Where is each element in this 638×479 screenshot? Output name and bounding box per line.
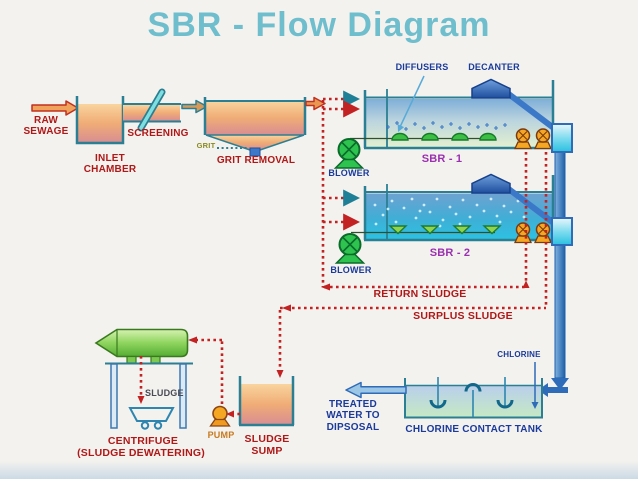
centrifuge-icon — [94, 328, 193, 430]
pump-label: PUMP — [207, 430, 235, 440]
diffuser-dome-icons — [391, 132, 497, 141]
pipe-inlet-arrow-icon — [538, 383, 568, 397]
diffusers-label: DIFFUSERS — [395, 62, 449, 72]
blower2-icon — [334, 233, 366, 264]
baffle-lines — [437, 377, 506, 417]
raw-sewage-arrow-icon — [31, 100, 79, 116]
sludge-cart-icon — [128, 407, 175, 430]
decanter-label: DECANTER — [468, 62, 520, 72]
flow-direction-arcs — [429, 383, 514, 409]
diffuser-cone-icons — [388, 225, 502, 235]
blower1-icon — [333, 138, 365, 169]
centrifuge-sublabel: (SLUDGE DEWATERING) — [77, 447, 205, 459]
pump-to-centrifuge-line — [196, 338, 224, 404]
centrifuge-label: CENTRIFUGE — [107, 435, 179, 447]
centrifuge-leg — [179, 363, 187, 429]
decanter-arm-icon — [499, 181, 562, 230]
screening-channel — [123, 88, 181, 132]
screening-exit-arrow-icon — [181, 99, 208, 114]
sbr2-tank — [351, 173, 573, 246]
blower2-label: BLOWER — [330, 265, 372, 275]
aeration-sparkles — [386, 121, 507, 131]
decanter-arm-icon — [499, 86, 562, 135]
blower1-label: BLOWER — [328, 168, 370, 178]
sbr2-outlet-box — [551, 217, 573, 246]
treated-water-arrow-icon — [345, 381, 407, 399]
sump-pump-icon — [209, 405, 231, 427]
centrifuge-leg — [110, 363, 118, 429]
dotted-line-arrowheads — [137, 280, 530, 418]
grit-exit-arrow-icon — [305, 96, 326, 111]
raw-sewage-label: RAW SEWAGE — [23, 115, 69, 138]
grit-hopper-icon — [249, 147, 261, 157]
sbr1-outlet-box — [551, 123, 573, 153]
decanter-icon — [471, 78, 511, 99]
sbr2-label: SBR - 2 — [429, 247, 471, 259]
decanter-icon — [471, 173, 511, 194]
inlet-chamber-label: INLET CHAMBER — [83, 153, 137, 176]
chlorine-contact-tank — [404, 362, 543, 419]
chlorine-feed-line — [531, 362, 539, 409]
aeration-bubbles — [373, 197, 534, 228]
sludge-sump-tank — [238, 376, 295, 427]
chlorine-contact-tank-label: CHLORINE CONTACT TANK — [405, 424, 543, 435]
sbr1-pump-icons — [513, 128, 553, 150]
sludge-label: SLUDGE — [145, 388, 184, 398]
diffusers-pointer-icon — [397, 75, 425, 132]
sbr1-label: SBR - 1 — [421, 153, 463, 165]
bottom-gradient-strip — [0, 461, 638, 479]
screening-label: SCREENING — [127, 128, 189, 139]
sludge-sump-label: SLUDGE SUMP — [244, 433, 290, 457]
page-title: SBR - Flow Diagram — [147, 6, 491, 44]
grit-removal-label: GRIT REMOVAL — [216, 155, 296, 166]
dotted-flow-lines — [139, 90, 548, 416]
grit-label: GRIT — [196, 141, 216, 150]
treated-water-label: TREATED WATER TO DIPSOSAL — [326, 399, 380, 433]
surplus-sludge-label: SURPLUS SLUDGE — [413, 310, 513, 322]
sbr1-tank — [350, 78, 573, 153]
chlorine-label: CHLORINE — [497, 350, 541, 359]
grit-removal-tank — [203, 97, 307, 157]
inlet-chamber-tank — [75, 96, 125, 145]
return-sludge-label: RETURN SLUDGE — [373, 288, 467, 300]
